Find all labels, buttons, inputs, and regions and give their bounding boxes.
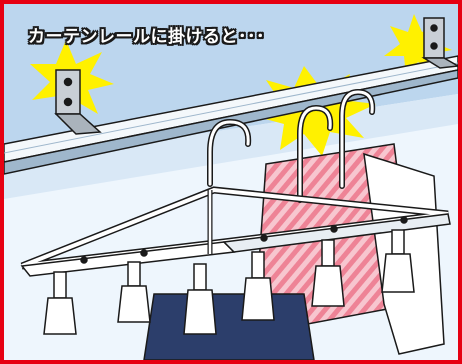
clothespin-icon (183, 263, 217, 335)
clothespin-icon (381, 229, 415, 293)
clothespin-icon (311, 239, 345, 307)
rail-bracket-icon (54, 69, 102, 135)
hanger-hook-icon (208, 120, 250, 186)
hanger-illustration (4, 4, 458, 360)
caption-text: カーテンレールに掛けると･･･ (28, 27, 265, 47)
hanger-hook-icon (298, 90, 374, 202)
clothespin-icon (117, 261, 151, 323)
clothespin-icon (43, 271, 77, 335)
clothespin-icon (241, 251, 275, 321)
hanging-cloth-navy (143, 293, 315, 360)
rail-bracket-icon (421, 17, 458, 69)
hanger-frame (20, 186, 451, 277)
